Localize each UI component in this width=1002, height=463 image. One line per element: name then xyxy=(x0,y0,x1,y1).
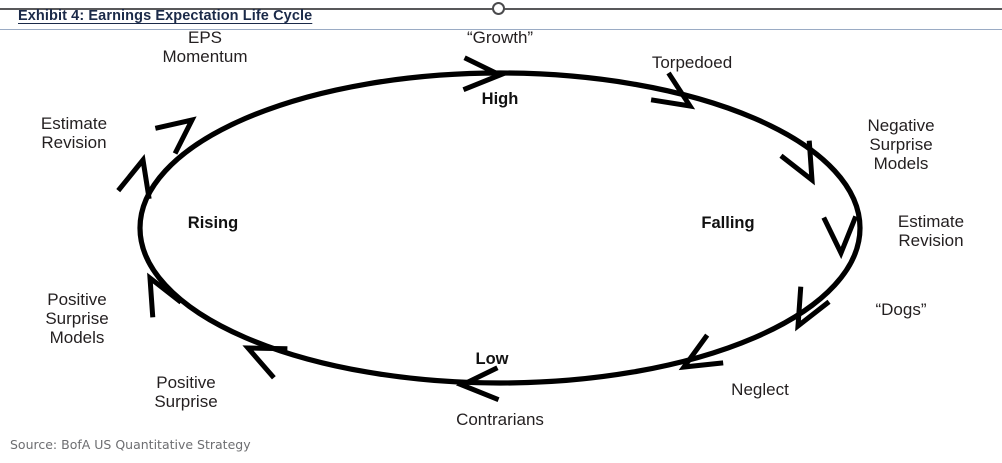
arrowhead-dogs xyxy=(795,286,831,332)
arrowhead-contrarians xyxy=(455,365,500,403)
phase-label-high: High xyxy=(481,90,519,108)
stage-label-estimate-revision-left: Estimate Revision xyxy=(40,114,108,153)
phase-label-low: Low xyxy=(475,350,509,368)
title-bar xyxy=(0,10,1002,30)
stage-label-positive-surprise: Positive Surprise xyxy=(154,373,218,412)
stage-label-neglect: Neglect xyxy=(731,380,789,399)
arrowhead-estimate-revision-right xyxy=(821,215,859,260)
stage-label-eps-momentum: EPS Momentum xyxy=(162,28,248,67)
arrowhead-eps-momentum xyxy=(154,116,197,155)
stage-label-growth: “Growth” xyxy=(466,28,534,47)
stage-label-torpedoed: Torpedoed xyxy=(651,53,733,72)
stage-label-positive-surprise-models: Positive Surprise Models xyxy=(45,290,109,348)
arrowhead-positive-surprise xyxy=(242,345,288,380)
stage-label-estimate-revision-right: Estimate Revision xyxy=(897,212,965,251)
phase-label-falling: Falling xyxy=(701,214,755,232)
arrowhead-growth xyxy=(462,55,507,93)
arrowhead-estimate-revision-left xyxy=(116,154,152,200)
arrowhead-neglect xyxy=(678,333,724,371)
stage-label-dogs: “Dogs” xyxy=(875,300,927,319)
source-note: Source: BofA US Quantitative Strategy xyxy=(10,437,251,452)
arrowhead-negative-surprise-models xyxy=(779,140,815,186)
stage-label-negative-surprise-models: Negative Surprise Models xyxy=(867,116,935,174)
earnings-expectation-life-cycle-diagram: “Growth” Torpedoed Negative Surprise Mod… xyxy=(0,28,1002,430)
cycle-ellipse-svg xyxy=(116,55,863,403)
resize-handle-icon[interactable] xyxy=(492,2,505,15)
arrowhead-positive-surprise-models xyxy=(147,272,183,318)
phase-label-rising: Rising xyxy=(187,214,239,232)
page-title: Exhibit 4: Earnings Expectation Life Cyc… xyxy=(18,8,313,24)
cycle-arrowheads xyxy=(116,55,859,403)
stage-label-contrarians: Contrarians xyxy=(456,410,544,429)
arrowhead-torpedoed xyxy=(650,71,696,110)
